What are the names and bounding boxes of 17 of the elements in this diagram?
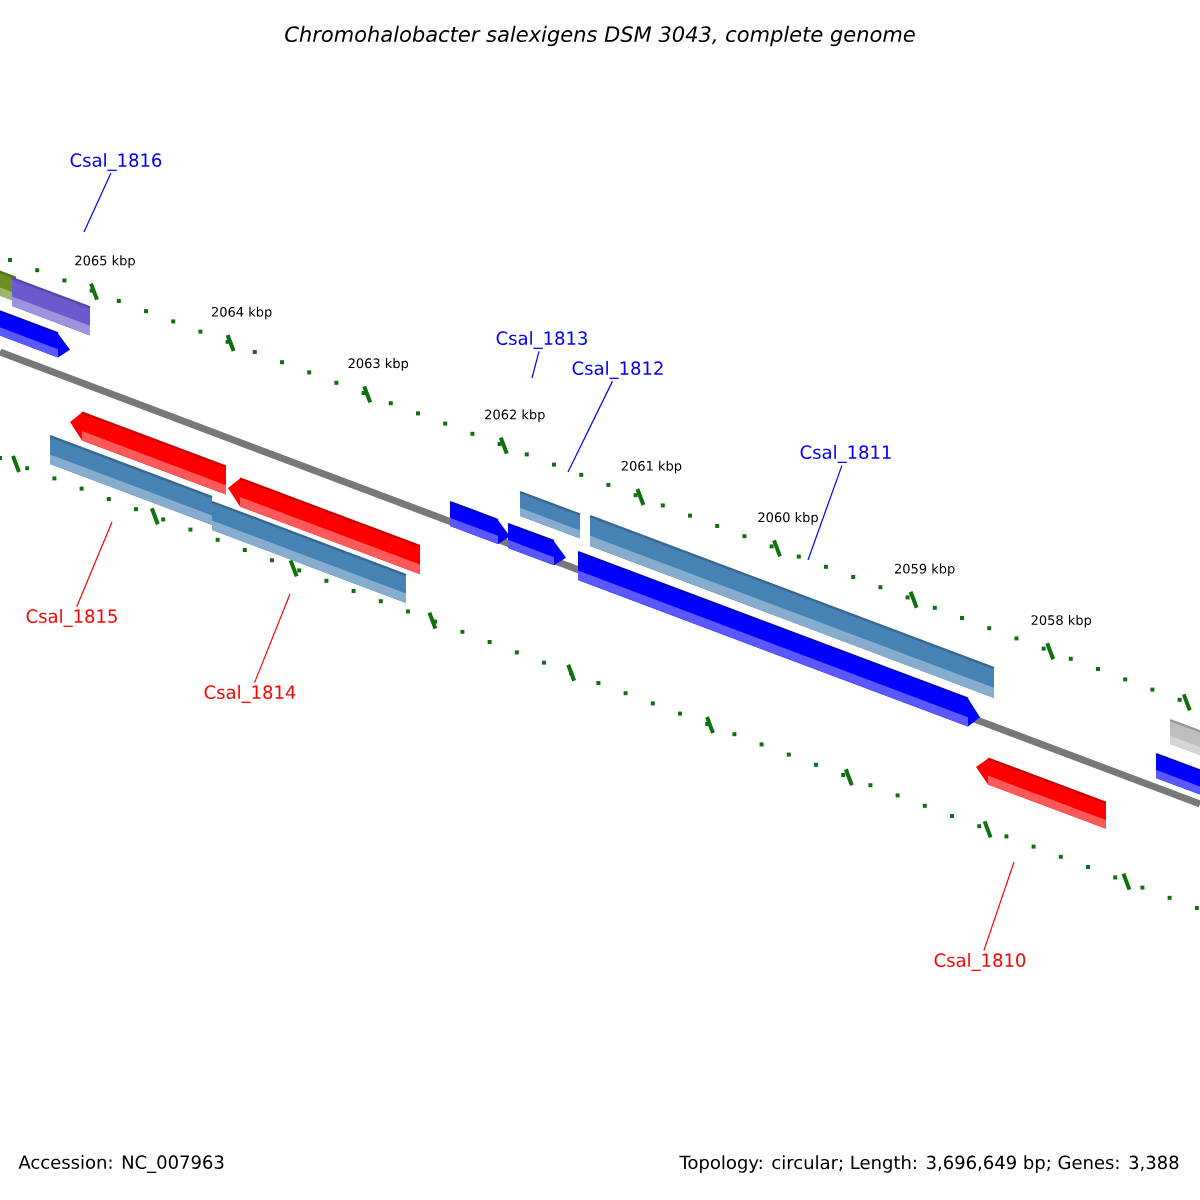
leader-line — [807, 464, 843, 561]
leader-line — [983, 861, 1015, 952]
gene-label: Csal_1816 — [70, 153, 162, 171]
gene-label: Csal_1815 — [26, 609, 117, 627]
gene-label: Csal_1810 — [934, 953, 1026, 971]
leader-line — [76, 521, 113, 608]
gene-label: Csal_1813 — [496, 331, 587, 349]
title: Chromohalobacter salexigens DSM 3043, complete genome — [285, 25, 915, 47]
leader-line — [83, 172, 112, 233]
leader-line — [253, 593, 291, 684]
accession-text: Accession: NC_007963 — [18, 1155, 224, 1173]
leader-line — [531, 350, 540, 379]
gene-label: Csal_1811 — [800, 445, 891, 463]
gene-label: Csal_1812 — [572, 361, 663, 379]
leader-line — [567, 380, 614, 473]
gene-label: Csal_1814 — [204, 685, 296, 703]
genome-stats-text: Topology: circular; Length: 3,696,649 bp; Genes: 3,388 — [679, 1155, 1179, 1173]
